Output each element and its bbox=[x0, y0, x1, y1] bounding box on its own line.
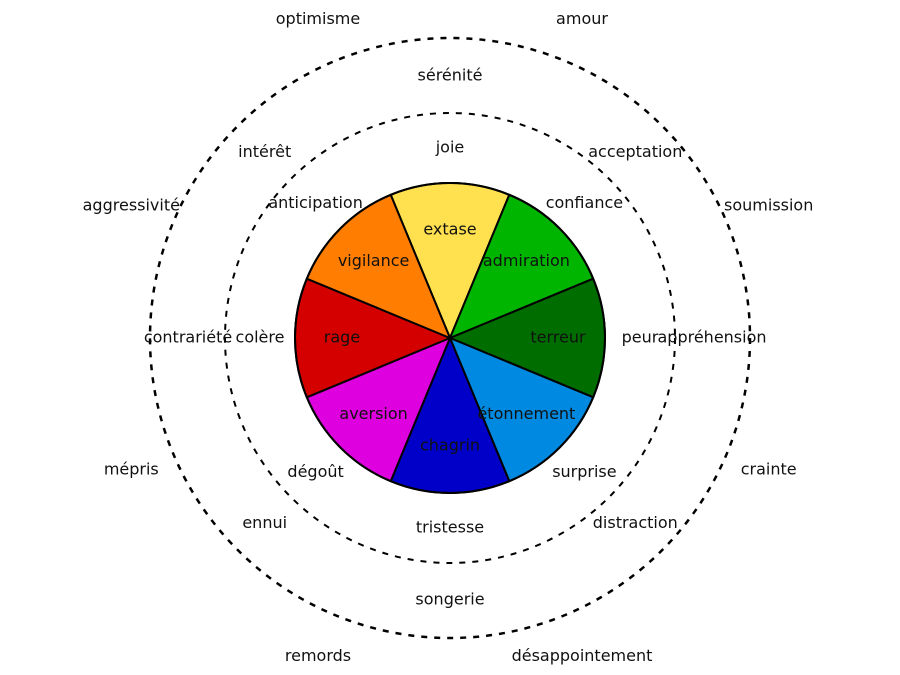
labels-layer: extase joie sérénité admiration confiance acc… bbox=[144, 66, 767, 609]
label-middle-surprise: surprise bbox=[552, 462, 616, 481]
label-inner-trust: admiration bbox=[483, 251, 570, 270]
label-middle-anticipation: anticipation bbox=[268, 193, 363, 212]
label-middle-sadness: tristesse bbox=[416, 518, 484, 537]
dyad-circle bbox=[148, 36, 752, 640]
label-middle-joy: joie bbox=[435, 138, 465, 157]
label-outer-surprise: distraction bbox=[593, 513, 678, 532]
label-outer-fear: appréhension bbox=[657, 328, 766, 347]
label-outer-anticipation: intérêt bbox=[238, 142, 291, 161]
dyad-label: aggressivité bbox=[83, 196, 180, 215]
label-inner-surprise: étonnement bbox=[477, 404, 575, 423]
core-outline bbox=[294, 182, 606, 494]
inner-core bbox=[294, 182, 606, 494]
dyad-label: soumission bbox=[724, 196, 813, 215]
label-middle-disgust: dégoût bbox=[287, 462, 343, 481]
label-inner-anticipation: vigilance bbox=[338, 251, 410, 270]
label-inner-disgust: aversion bbox=[339, 404, 407, 423]
dyads-layer: amour soumission crainte désappointement rem… bbox=[83, 9, 814, 665]
label-outer-trust: acceptation bbox=[588, 142, 682, 161]
label-outer-joy: sérénité bbox=[418, 66, 483, 85]
label-middle-fear: peur bbox=[622, 328, 659, 347]
dyad-label: mépris bbox=[104, 460, 159, 479]
label-outer-disgust: ennui bbox=[242, 513, 287, 532]
middle-dashed-circle bbox=[224, 112, 676, 564]
dyad-label: crainte bbox=[741, 460, 797, 479]
label-outer-anger: contrariété bbox=[144, 328, 232, 347]
label-inner-sadness: chagrin bbox=[420, 436, 480, 455]
dyad-label: optimisme bbox=[276, 9, 360, 28]
label-inner-anger: rage bbox=[324, 328, 360, 347]
label-inner-joy: extase bbox=[423, 220, 476, 239]
dyad-label: désappointement bbox=[512, 646, 653, 665]
label-middle-trust: confiance bbox=[546, 193, 623, 212]
label-inner-fear: terreur bbox=[530, 328, 586, 347]
dyad-label: amour bbox=[556, 9, 608, 28]
dyad-label: remords bbox=[285, 646, 351, 665]
label-middle-anger: colère bbox=[236, 328, 285, 347]
label-outer-sadness: songerie bbox=[415, 590, 484, 609]
